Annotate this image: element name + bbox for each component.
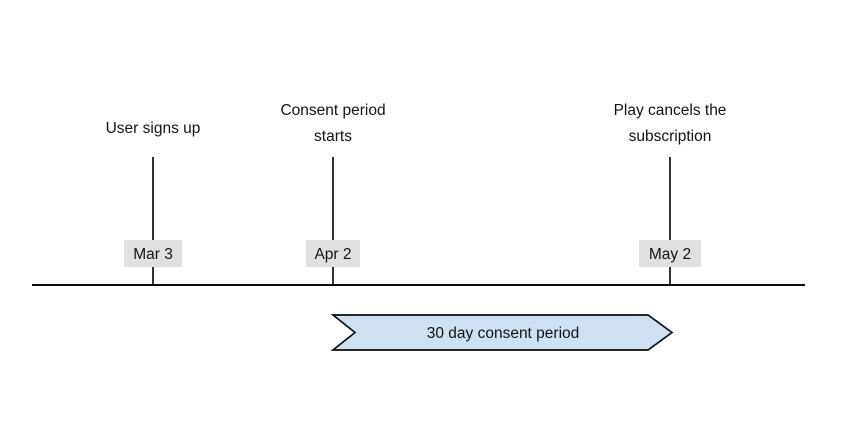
date-chip-background: [306, 240, 360, 267]
timeline-event-play-cancels-subscription[interactable]: Play cancels the subscription May 2: [614, 102, 727, 285]
banner-label: 30 day consent period: [427, 325, 580, 342]
date-chip-background: [639, 240, 701, 267]
event-label-line: User signs up: [106, 120, 201, 137]
event-label-line: Consent period: [280, 102, 385, 119]
event-label-line: Play cancels the: [614, 102, 727, 119]
banner-arrow-shape: [330, 314, 674, 351]
event-label-line: starts: [314, 128, 352, 145]
date-chip-background: [124, 240, 182, 267]
date-label: Apr 2: [314, 246, 351, 263]
date-label: May 2: [649, 246, 691, 263]
timeline-event-consent-period-starts[interactable]: Consent period starts Apr 2: [280, 102, 386, 285]
date-label: Mar 3: [133, 246, 173, 263]
timeline-event-user-signs-up[interactable]: User signs up Mar 3: [106, 120, 201, 285]
consent-period-banner[interactable]: 30 day consent period: [330, 314, 674, 351]
event-label-line: subscription: [629, 128, 712, 145]
